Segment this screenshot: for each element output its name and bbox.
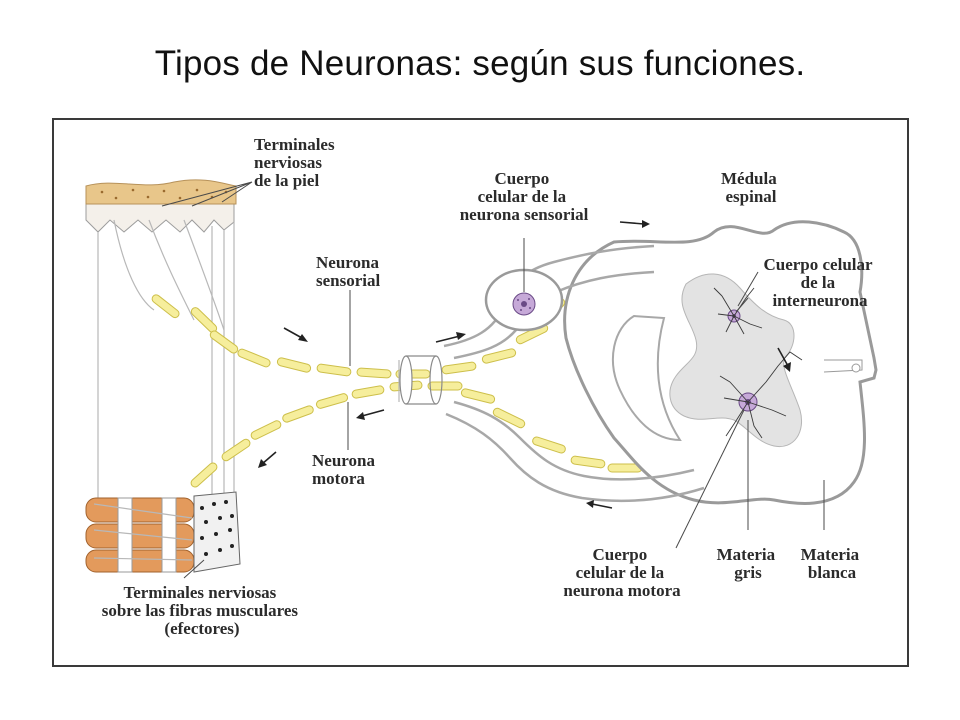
arrow-interneuron [777,347,791,372]
label-interneuron-cell-body: Cuerpo celular de la interneurona [763,255,876,310]
label-spinal-cord: Médula espinal [721,169,781,206]
label-skin-terminals: Terminales nerviosas de la piel [254,135,339,190]
reflex-arc-diagram: Terminales nerviosas de la piel Neurona … [85,135,878,638]
reflex-arc-figure: Terminales nerviosas de la piel Neurona … [52,118,909,667]
motor-cell-body [719,351,803,439]
arrow-sensory-2 [435,332,466,343]
muscle-bundle [85,491,241,573]
label-motor-cell-body: Cuerpo celular de la neurona motora [563,545,681,600]
arrow-sensory-1 [283,327,308,342]
label-motor-neuron: Neurona motora [312,451,379,488]
arrow-motor-1 [356,409,385,420]
label-sensory-cell-body: Cuerpo celular de la neurona sensorial [460,169,589,224]
impulse-arrows [258,220,791,509]
arrow-motor-3 [586,500,613,509]
label-muscle-terminals: Terminales nerviosas sobre las fibras mu… [102,583,303,638]
interneuron-cell-body [713,287,763,335]
label-white-matter: Materia blanca [801,545,864,582]
arrow-sensory-3 [619,220,650,228]
spinal-cord [443,220,878,505]
slide-title: Tipos de Neuronas: según sus funciones. [154,44,806,83]
leader-lines [161,181,825,579]
sensory-cell-body [512,292,536,316]
arrow-motor-2 [258,451,277,468]
nerve-sheath [398,355,443,405]
label-sensory-neuron: Neurona sensorial [316,253,383,290]
label-grey-matter: Materia gris [717,545,780,582]
